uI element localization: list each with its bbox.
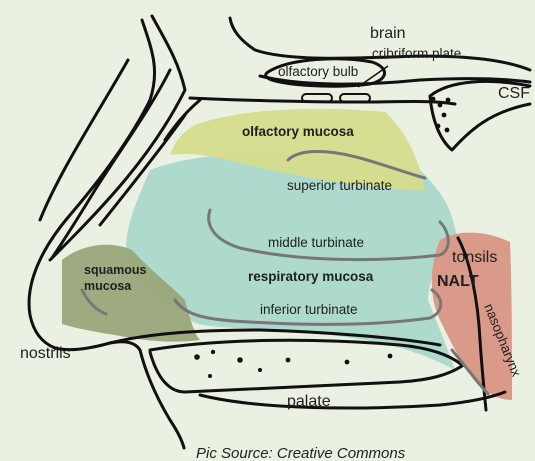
inferior-turbinate-label: inferior turbinate (260, 302, 358, 317)
oral-lower-line (200, 392, 505, 408)
squamous-mucosa-label-line2: mucosa (84, 279, 132, 293)
palate-label: palate (287, 393, 331, 410)
nostrils-label: nostrils (20, 345, 71, 362)
source-credit: Pic Source: Creative Commons (196, 445, 406, 461)
cribriform-plate-label: cribriform plate (372, 46, 461, 61)
tonsils-label: tonsils (452, 249, 497, 266)
nalt-label: NALT (437, 273, 479, 290)
middle-turbinate-label: middle turbinate (268, 235, 364, 250)
palate-marks (194, 350, 392, 378)
olfactory-mucosa-label: olfactory mucosa (242, 124, 354, 139)
respiratory-mucosa-label: respiratory mucosa (248, 269, 374, 284)
lip-outline (140, 350, 184, 448)
superior-turbinate-label: superior turbinate (287, 178, 392, 193)
olfactory-bulb-label: olfactory bulb (278, 64, 358, 79)
brain-label: brain (370, 25, 406, 42)
csf-label: CSF (498, 85, 530, 102)
squamous-mucosa-label-line1: squamous (84, 263, 147, 277)
